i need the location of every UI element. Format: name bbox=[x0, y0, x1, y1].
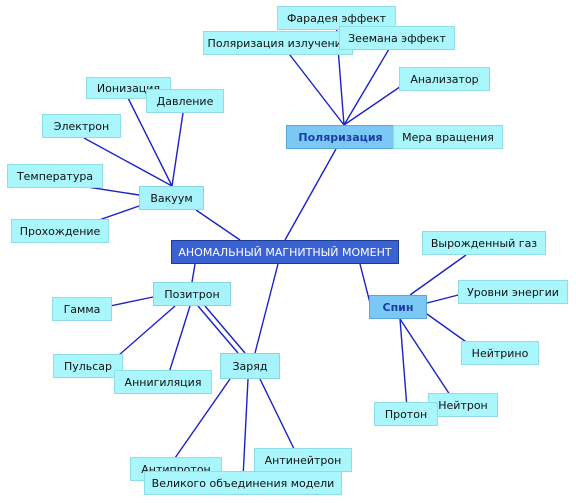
leaf-neutrino[interactable]: Нейтрино bbox=[461, 341, 539, 365]
leaf-temperature[interactable]: Температура bbox=[7, 164, 103, 188]
link-root-polarization bbox=[284, 148, 337, 241]
leaf-antineutron[interactable]: Антинейтрон bbox=[254, 448, 352, 472]
leaf-zeeman[interactable]: Зеемана эффект bbox=[339, 26, 455, 50]
link-charge-antiproton bbox=[167, 378, 231, 469]
link-positron-charge-a bbox=[197, 305, 239, 354]
link-charge-antineutron bbox=[259, 378, 298, 456]
link-charge-grand-unification bbox=[242, 378, 249, 479]
hub-spin[interactable]: Спин bbox=[369, 295, 427, 319]
link-spin-neutron bbox=[399, 318, 453, 399]
leaf-neutron[interactable]: Нейтрон bbox=[428, 393, 498, 417]
root-node[interactable]: АНОМАЛЬНЫЙ МАГНИТНЫЙ МОМЕНТ bbox=[171, 240, 399, 264]
leaf-gamma[interactable]: Гамма bbox=[52, 297, 112, 321]
hub-polarization[interactable]: Поляризация bbox=[286, 125, 395, 149]
link-positron-gamma bbox=[109, 296, 154, 307]
leaf-proton[interactable]: Протон bbox=[374, 402, 438, 426]
hub-positron[interactable]: Позитрон bbox=[153, 282, 231, 306]
link-positron-charge-b bbox=[204, 305, 246, 354]
leaf-analyzer[interactable]: Анализатор bbox=[399, 67, 490, 91]
leaf-electron[interactable]: Электрон bbox=[42, 114, 121, 138]
link-positron-pulsar bbox=[110, 305, 176, 363]
link-polarization-emission bbox=[282, 45, 345, 126]
link-spin-degenerate-gas bbox=[409, 254, 467, 296]
link-vacuum-electron bbox=[83, 137, 173, 187]
leaf-degenerate-gas[interactable]: Вырожденный газ bbox=[422, 231, 546, 255]
link-vacuum-ionization bbox=[124, 91, 173, 187]
link-polarization-zeeman bbox=[343, 43, 393, 126]
leaf-rotation-measure[interactable]: Мера вращения bbox=[393, 125, 503, 149]
link-vacuum-pressure bbox=[171, 112, 184, 187]
link-root-positron bbox=[191, 263, 196, 283]
leaf-grand-unification[interactable]: Великого объединения модели bbox=[144, 471, 342, 495]
link-root-charge bbox=[254, 263, 279, 354]
link-positron-annihilation bbox=[167, 305, 191, 377]
hub-vacuum[interactable]: Вакуум bbox=[139, 186, 204, 210]
link-spin-proton bbox=[399, 318, 408, 409]
leaf-annihilation[interactable]: Аннигиляция bbox=[114, 370, 212, 394]
hub-charge[interactable]: Заряд bbox=[220, 353, 280, 379]
leaf-emission-polarization[interactable]: Поляризация излучения bbox=[203, 31, 353, 55]
leaf-pressure[interactable]: Давление bbox=[146, 89, 224, 113]
leaf-energy-levels[interactable]: Уровни энергии bbox=[458, 280, 568, 304]
leaf-pulsar[interactable]: Пульсар bbox=[53, 354, 123, 378]
leaf-passage[interactable]: Прохождение bbox=[11, 219, 109, 243]
link-root-vacuum bbox=[195, 209, 241, 241]
